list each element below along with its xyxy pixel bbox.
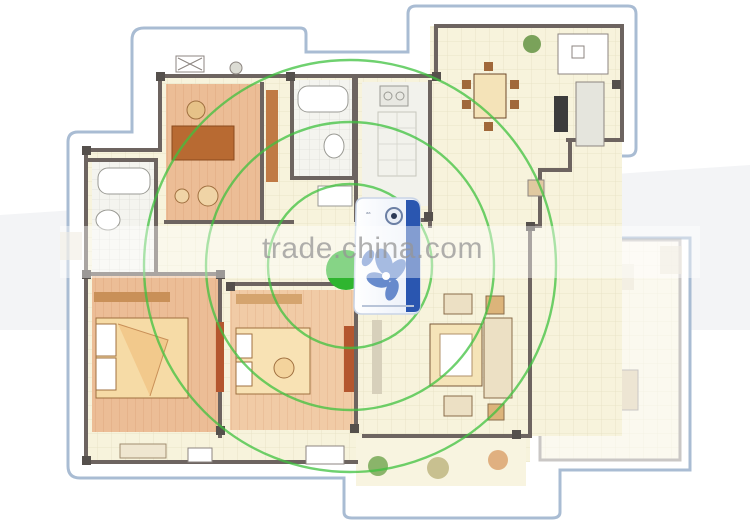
air-purifier: aa [353,197,421,315]
window-box-south [187,447,213,463]
wardrobe-master [94,292,170,302]
kitchen-sink [379,85,409,107]
tv-stand-master [216,322,224,392]
tv-stand-second [344,326,354,392]
watermark-text: trade.china.com [262,232,483,265]
coverage-rings [142,58,558,474]
svg-text:aa: aa [366,210,371,215]
dining-chairs [462,62,519,131]
toilet-north [323,133,345,159]
kitchen-counter [554,96,568,132]
study-desk [171,125,235,161]
coverage-ring-inner [266,182,434,350]
wardrobe-second [236,294,302,304]
armchair-top [443,293,473,315]
bathtub-north [297,85,349,113]
toilet-west [95,209,121,231]
purifier-side-panel [406,200,420,312]
wall-pillars [82,72,621,465]
coverage-ring-outer [142,58,558,474]
coverage-ring-middle [204,120,496,412]
bathtub-west [97,167,151,195]
purifier-flower-pattern [361,248,406,301]
plant-ne [523,35,541,53]
sofa [483,317,513,399]
tv-cabinet [372,320,382,394]
dining-table [473,73,507,119]
bookshelf [266,90,278,182]
study-chair [186,100,206,120]
armchair-bottom [443,395,473,417]
watermark-band [60,226,700,278]
